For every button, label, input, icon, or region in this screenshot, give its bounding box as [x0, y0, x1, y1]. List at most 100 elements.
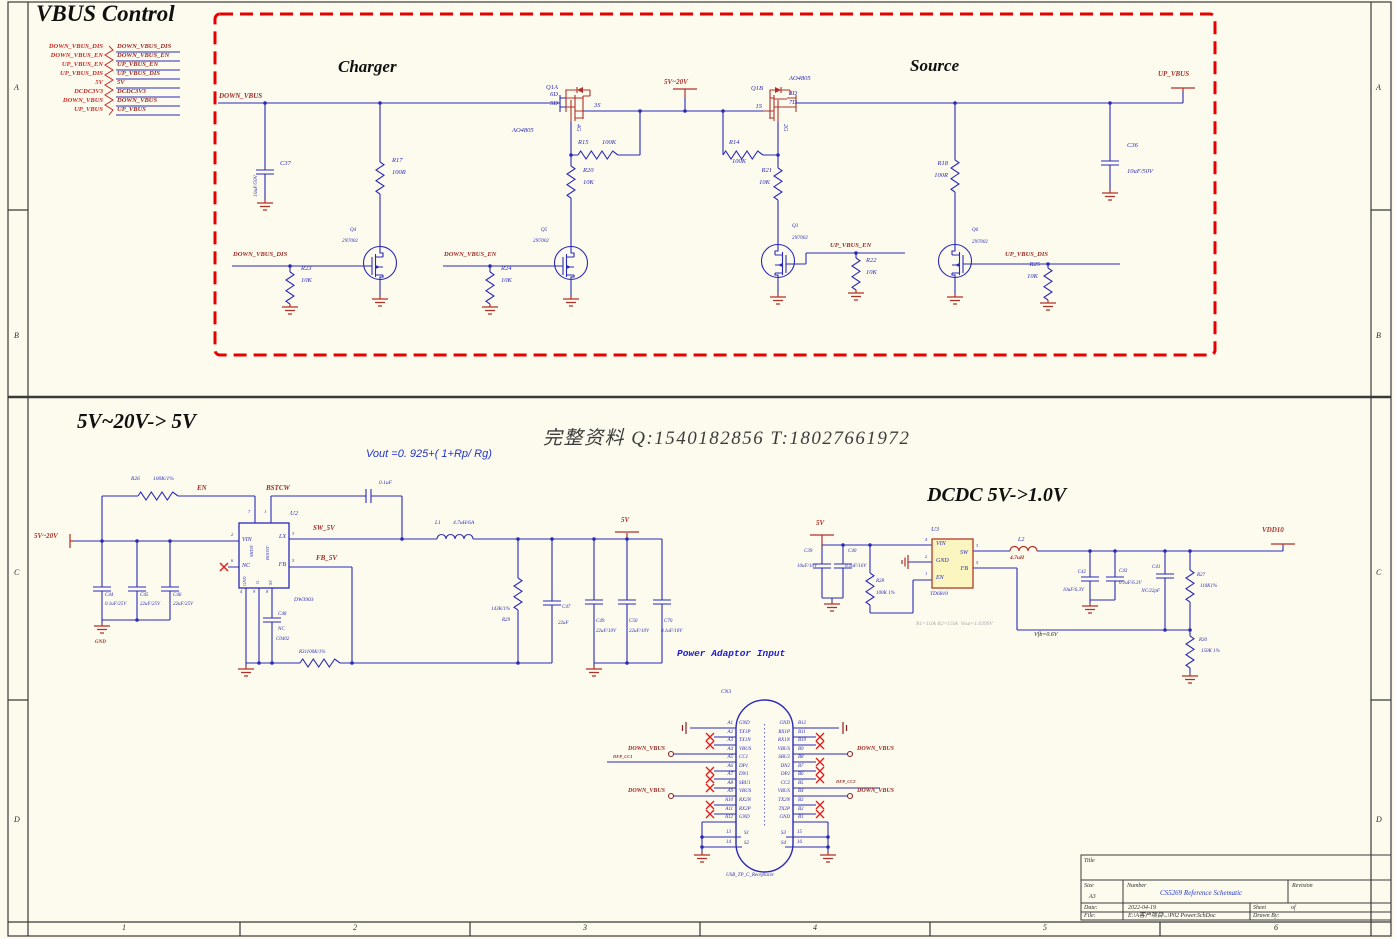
resistor-r24 — [485, 271, 495, 305]
resistor-r28 — [865, 572, 875, 606]
col-4: 4 — [813, 923, 817, 932]
resistor-r22 — [851, 257, 861, 291]
label-down-vbus-a4: DOWN_VBUS — [627, 746, 665, 752]
q1b-pin-1s: 1S — [755, 103, 763, 110]
u2-num-fb: 5 — [292, 558, 295, 563]
pfet-q1a-icon — [565, 87, 591, 122]
tb-revision-label: Revision — [1292, 883, 1313, 889]
tb-drawn-by-label: Drawn By: — [1253, 913, 1280, 919]
col-2: 2 — [353, 923, 357, 932]
c36-val: 10uF/50V — [1127, 168, 1153, 175]
r26-val: 100K/1% — [153, 476, 174, 482]
dcdc-title: DCDC 5V->1.0V — [927, 484, 1067, 506]
u2-num-ss: 8 — [266, 589, 269, 594]
ic-u2-body — [238, 522, 290, 589]
port-up-vbus: UP_VBUS — [74, 106, 103, 113]
r22-ref: R22 — [866, 257, 877, 264]
usb-pin-b3: B3 — [798, 798, 804, 803]
usb-name-b1: GND — [779, 815, 790, 820]
c47-val: 22uF — [558, 621, 569, 626]
tb-file-value: E:\A客户项目\..\P02 Power.SchDoc — [1128, 913, 1216, 919]
r30-val: 150K 1% — [1201, 649, 1220, 654]
label-sw-5v: SW_5V — [313, 524, 335, 532]
usb-pin-b4: B4 — [798, 789, 804, 794]
usb-name-s3: S3 — [781, 831, 786, 836]
shield-cap-a1 — [681, 722, 687, 734]
label-en: EN — [197, 484, 207, 492]
usb-pin-b12: B12 — [798, 721, 807, 726]
port-circle-a9 — [667, 792, 675, 800]
label-down-vbus: DOWN_VBUS — [219, 92, 263, 100]
net-5v: 5V — [117, 79, 125, 86]
resistor-r17 — [375, 161, 385, 195]
u2-num-boost: 1 — [264, 509, 267, 514]
usb-pin-b9: B9 — [798, 747, 804, 752]
c70-ref: C70 — [664, 619, 673, 624]
r24-val: 10K — [501, 277, 512, 284]
transistor-q4 — [362, 245, 398, 281]
pfet-q1b-icon — [763, 87, 797, 122]
title-block — [1080, 854, 1392, 921]
r27-val: 110K1% — [1200, 584, 1218, 589]
col-3: 3 — [583, 923, 587, 932]
usb-pin-a4: A4 — [727, 747, 733, 752]
c43-ref: C43 — [1119, 569, 1128, 574]
zone-d-right: D — [1376, 815, 1382, 824]
vfb-note: Vfb=0.6V — [1034, 632, 1058, 638]
c42-val: 10uF/6.3V — [1062, 588, 1084, 593]
usb-pin-b7: B7 — [798, 764, 804, 769]
u3-num-en: 1 — [925, 571, 928, 576]
usb-pin-b2: B2 — [798, 807, 804, 812]
usb-name-a7: DN1 — [739, 772, 749, 777]
sideways-ground-u3 — [901, 555, 909, 569]
label-vdd10: VDD10 — [1262, 526, 1284, 534]
label-down-vbus-dis: DOWN_VBUS_DIS — [233, 251, 288, 258]
q6-ref: Q6 — [972, 228, 979, 233]
net-down-vbus: DOWN_VBUS — [117, 97, 158, 104]
usb-name-a11: RX2P — [739, 807, 751, 812]
r21-ref: R21 — [761, 167, 772, 174]
usb-name-a12: GND — [739, 815, 750, 820]
u2-pin-gnd: GND — [242, 576, 247, 586]
u2-part: DW3903 — [294, 597, 314, 603]
resistor-r27 — [1185, 569, 1195, 603]
zone-a-left: A — [14, 83, 19, 92]
zone-d-left: D — [14, 815, 20, 824]
q5-ref: Q5 — [541, 228, 548, 233]
col-6: 6 — [1274, 923, 1278, 932]
u3-num-fb: 5 — [976, 560, 979, 565]
usb-name-b4: VBUS — [777, 789, 790, 794]
q1a-pin-3s: 3S — [594, 102, 601, 109]
resistor-r20 — [566, 165, 576, 199]
usb-pin-a12: A12 — [724, 815, 733, 820]
capacitor-c41 — [1155, 573, 1175, 579]
capacitor-c49 — [584, 599, 604, 605]
port-5v: 5V — [95, 79, 103, 86]
u2-num-gnd: 4 — [240, 589, 243, 594]
zone-b-right: B — [1376, 331, 1381, 340]
label-down-vbus-b4: DOWN_VBUS — [857, 788, 895, 794]
resistor-r29 — [513, 577, 523, 611]
shield-cap-b12 — [842, 722, 848, 734]
resistor-r31 — [299, 658, 341, 668]
l2-val: 4.7uH — [1010, 555, 1025, 561]
buck-wires — [74, 489, 672, 668]
usb-pin-a1: A1 — [727, 721, 733, 726]
q4-part: 2N7002 — [342, 239, 358, 244]
vbus-control-dashed-box — [213, 12, 1217, 357]
label-5v20v-top: 5V~20V — [664, 78, 688, 86]
cn3-ref: CN3 — [721, 689, 732, 695]
c49-val: 22uF/10V — [596, 629, 616, 634]
transistor-q6 — [937, 243, 973, 279]
u3-num-sw: 3 — [976, 543, 979, 548]
r29-val: 143K/1% — [491, 607, 510, 612]
r25-ref: R25 — [1029, 261, 1040, 268]
r22-val: 10K — [866, 269, 877, 276]
u2-num-lx: 3 — [292, 531, 295, 536]
transistor-q5 — [553, 245, 589, 281]
q1a-pin-6d: 6D — [550, 91, 558, 98]
c36-ref: C36 — [1127, 142, 1138, 149]
label-5v20v-in: 5V~20V — [34, 532, 58, 540]
